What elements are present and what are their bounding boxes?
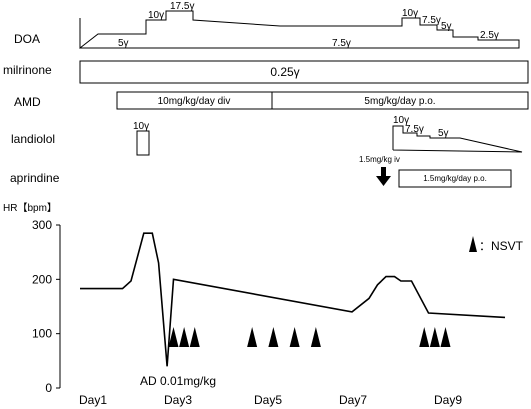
nsvt-marker-3 [247, 327, 258, 347]
doa-dose-7-5-late: 7.5γ [422, 15, 441, 26]
aprindine-po-label: 1.5mg/kg/day p.o. [423, 174, 487, 183]
hr-axis-label: HR【bpm】 [3, 202, 57, 214]
landiolol-dose-7-5: 7.5γ [405, 124, 424, 135]
nsvt-marker-1 [179, 327, 190, 347]
hr-y-ticks: 0 100 200 300 [32, 218, 60, 395]
doa-dose-10: 10γ [148, 10, 164, 21]
hr-tick-label-0: 0 [45, 381, 52, 395]
day-label-1: Day3 [164, 393, 192, 407]
aprindine-po-bar [398, 169, 512, 188]
nsvt-marker-2 [189, 327, 200, 347]
nsvt-legend-label: ：NSVT [479, 239, 524, 253]
doa-row-label: DOA [14, 32, 40, 46]
landiolol-late-profile [392, 125, 523, 153]
amd-po-bar [271, 91, 529, 110]
nsvt-marker-0 [168, 327, 179, 347]
milrinone-row-label: milrinone [3, 63, 52, 77]
doa-dose-5-late: 5γ [441, 21, 452, 32]
doa-dose-10-late: 10γ [402, 8, 418, 19]
nsvt-marker-6 [310, 327, 321, 347]
aprindine-iv-label: 1.5mg/kg iv [359, 155, 400, 164]
amd-div-label: 10mg/kg/day div [158, 96, 231, 107]
aprindine-iv-arrow [376, 167, 391, 186]
milrinone-dose: 0.25γ [270, 65, 299, 79]
nsvt-marker-7 [419, 327, 430, 347]
doa-dose-profile [79, 10, 520, 50]
doa-dose-17-5: 17.5γ [170, 1, 194, 12]
day-label-4: Day9 [434, 393, 462, 407]
amd-po-label: 5mg/kg/day p.o. [364, 96, 435, 107]
day-labels: Day1 Day3 Day5 Day7 Day9 [79, 393, 462, 407]
nsvt-marker-9 [440, 327, 451, 347]
doa-dose-5: 5γ [118, 38, 129, 49]
day-label-0: Day1 [79, 393, 107, 407]
landiolol-dose-early: 10γ [133, 121, 149, 132]
hr-trace [80, 232, 506, 367]
hr-tick-label-1: 100 [32, 327, 52, 341]
nsvt-legend-marker [469, 236, 477, 252]
doa-dose-2-5: 2.5γ [480, 30, 499, 41]
landiolol-dose-5: 5γ [438, 128, 449, 139]
landiolol-row-label: landiolol [11, 132, 55, 146]
milrinone-bar [79, 60, 529, 84]
hr-tick-label-2: 200 [32, 272, 52, 286]
hr-tick-label-3: 300 [32, 218, 52, 232]
landiolol-early-bar [136, 130, 150, 156]
day-label-2: Day5 [254, 393, 282, 407]
nsvt-marker-5 [289, 327, 300, 347]
nsvt-markers [168, 327, 451, 347]
nsvt-marker-8 [429, 327, 440, 347]
aprindine-row-label: aprindine [10, 171, 60, 185]
doa-dose-7-5: 7.5γ [332, 38, 351, 49]
amd-row-label: AMD [14, 95, 41, 109]
landiolol-dose-10: 10γ [393, 115, 409, 126]
ad-annotation: AD 0.01mg/kg [140, 374, 216, 388]
nsvt-marker-4 [268, 327, 279, 347]
day-label-3: Day7 [339, 393, 367, 407]
